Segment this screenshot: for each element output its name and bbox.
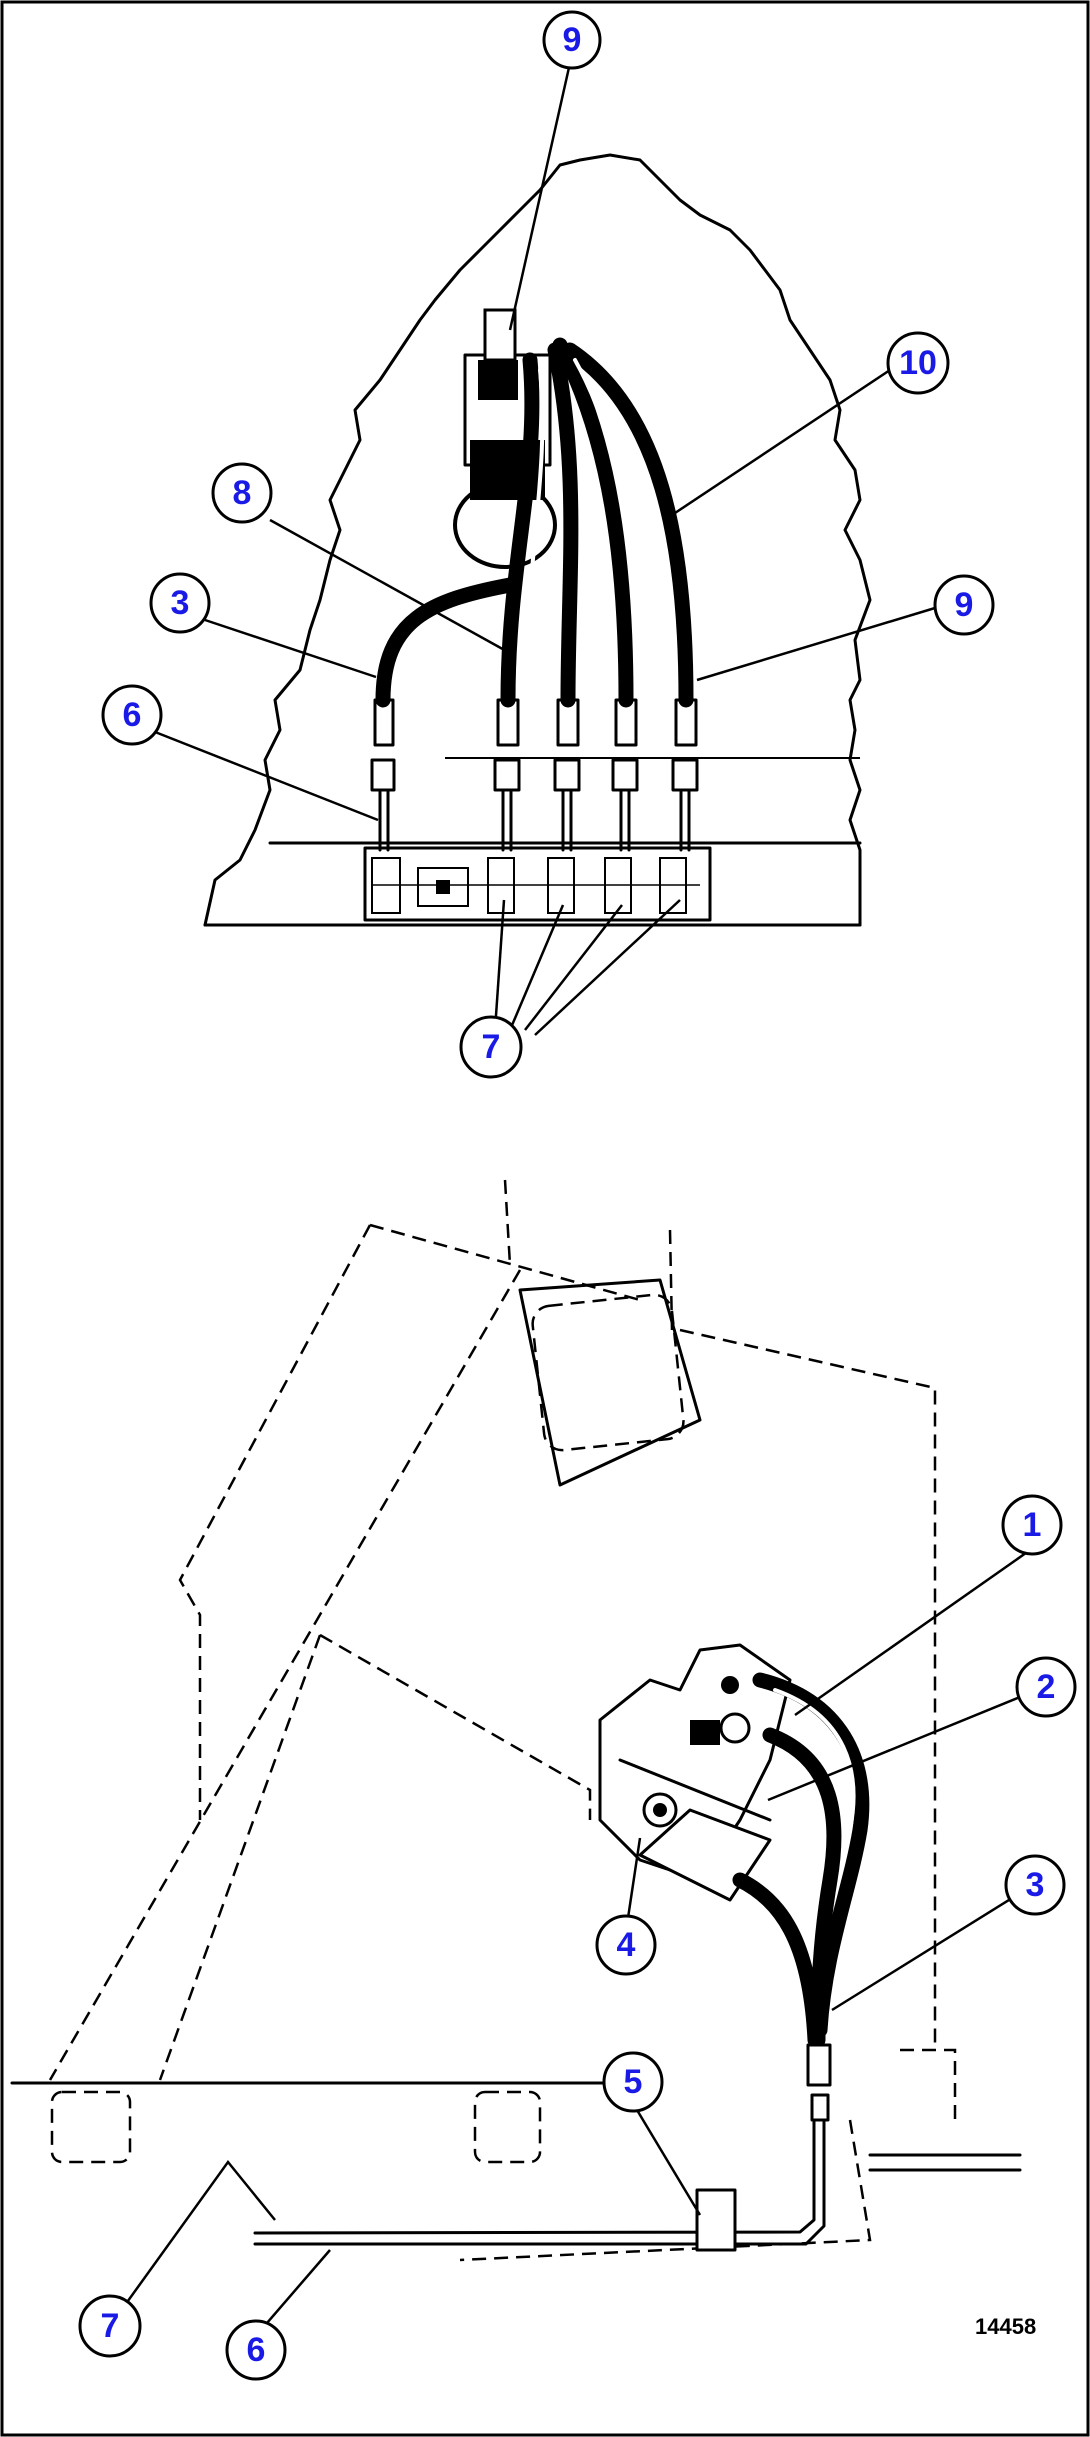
callout-9-top: 9 bbox=[542, 10, 602, 70]
callout-7-bottom: 7 bbox=[78, 2294, 142, 2358]
clamp-block bbox=[695, 2188, 737, 2252]
phantom-frame bbox=[10, 1179, 1022, 2262]
callout-9-right: 9 bbox=[933, 574, 995, 636]
svg-text:9: 9 bbox=[563, 21, 582, 59]
lower-fitting-tube bbox=[253, 2043, 832, 2252]
bottom-view: 1 2 3 4 5 7 6 bbox=[10, 1179, 1077, 2381]
callout-6-top: 6 bbox=[101, 684, 163, 746]
figure-id: 14458 bbox=[975, 2314, 1036, 2339]
bottom-leaders bbox=[123, 1546, 1034, 2339]
callout-2: 2 bbox=[1015, 1656, 1077, 1718]
cutaway-outline bbox=[203, 153, 872, 927]
svg-text:3: 3 bbox=[1026, 1866, 1045, 1904]
bottom-hoses bbox=[732, 1672, 870, 2048]
svg-text:10: 10 bbox=[899, 344, 937, 382]
callout-8: 8 bbox=[211, 462, 273, 524]
top-leaders bbox=[149, 62, 936, 1036]
svg-text:4: 4 bbox=[617, 1926, 636, 1964]
svg-text:7: 7 bbox=[482, 1028, 501, 1066]
svg-text:8: 8 bbox=[233, 474, 252, 512]
cab-window-inner bbox=[531, 1293, 685, 1452]
valve-body bbox=[453, 308, 557, 569]
svg-text:7: 7 bbox=[101, 2307, 120, 2345]
cab-window-outer bbox=[518, 1278, 702, 1487]
callout-5: 5 bbox=[602, 2051, 664, 2113]
callout-6-bottom: 6 bbox=[225, 2319, 287, 2381]
callout-1: 1 bbox=[1001, 1494, 1063, 1556]
svg-text:5: 5 bbox=[624, 2063, 643, 2101]
svg-text:6: 6 bbox=[247, 2331, 266, 2369]
hoses bbox=[375, 337, 694, 708]
callout-4: 4 bbox=[595, 1914, 657, 1976]
svg-text:3: 3 bbox=[171, 584, 190, 622]
callout-3-top: 3 bbox=[149, 572, 211, 634]
callout-7-top: 7 bbox=[459, 1015, 523, 1079]
svg-text:6: 6 bbox=[123, 696, 142, 734]
manifold-ports bbox=[371, 857, 700, 914]
svg-text:1: 1 bbox=[1023, 1506, 1042, 1544]
svg-text:9: 9 bbox=[955, 586, 974, 624]
callout-3-bottom: 3 bbox=[1004, 1854, 1066, 1916]
manifold-block bbox=[363, 846, 712, 922]
top-view: 9 10 8 3 9 6 7 bbox=[101, 10, 995, 1079]
fittings bbox=[370, 698, 699, 852]
callout-10: 10 bbox=[886, 331, 950, 395]
svg-text:2: 2 bbox=[1037, 1668, 1056, 1706]
